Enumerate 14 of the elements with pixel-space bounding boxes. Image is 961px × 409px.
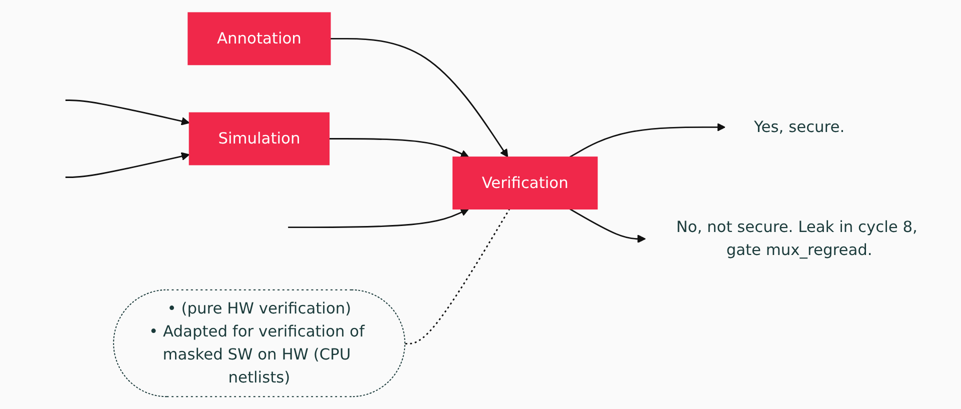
connector — [405, 208, 510, 344]
node-text: No, not secure. Leak in cycle 8, gate mux_regread. — [676, 217, 918, 259]
node-text: Yes, secure. — [754, 117, 845, 136]
arrow — [570, 122, 726, 158]
node-box: Verification — [452, 156, 598, 210]
node-text: • (pure HW verification) • Adapted for verification of masked SW on HW (CPU netlists) — [149, 298, 364, 386]
arrow — [330, 38, 508, 158]
arrow — [65, 99, 190, 126]
arrow — [329, 138, 470, 158]
node-box: Annotation — [188, 12, 331, 65]
arrow — [65, 152, 190, 178]
node-box: Simulation — [188, 112, 330, 166]
arrow — [570, 208, 646, 243]
arrow — [288, 208, 470, 228]
